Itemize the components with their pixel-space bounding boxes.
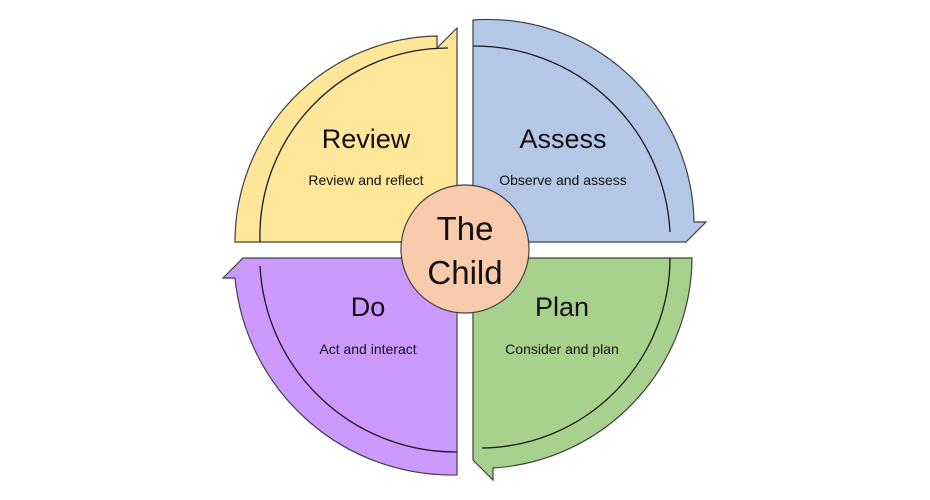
review-inner-arc xyxy=(259,47,449,243)
center-node: The Child xyxy=(400,184,530,314)
do-inner-arc xyxy=(259,265,458,453)
do-quadrant xyxy=(221,257,458,476)
assess-quadrant xyxy=(472,18,708,243)
do-arrow-shape xyxy=(221,257,458,476)
assess-arrow-shape xyxy=(472,18,708,243)
review-title: Review xyxy=(322,124,411,154)
plan-quadrant xyxy=(472,257,693,482)
center-circle xyxy=(400,184,530,314)
assess-inner-arc xyxy=(472,45,671,233)
assess-title: Assess xyxy=(519,124,606,154)
plan-inner-arc xyxy=(481,257,671,449)
plan-arrow-shape xyxy=(472,257,693,482)
center-line-2: Child xyxy=(427,254,502,291)
do-subtitle: Act and interact xyxy=(319,341,416,357)
plan-title: Plan xyxy=(535,292,589,322)
review-arrow-shape xyxy=(234,26,458,243)
review-quadrant xyxy=(234,26,458,243)
do-title: Do xyxy=(351,292,386,322)
review-subtitle: Review and reflect xyxy=(308,172,423,188)
assess-subtitle: Observe and assess xyxy=(499,172,627,188)
center-line-1: The xyxy=(437,210,494,247)
plan-subtitle: Consider and plan xyxy=(505,341,619,357)
